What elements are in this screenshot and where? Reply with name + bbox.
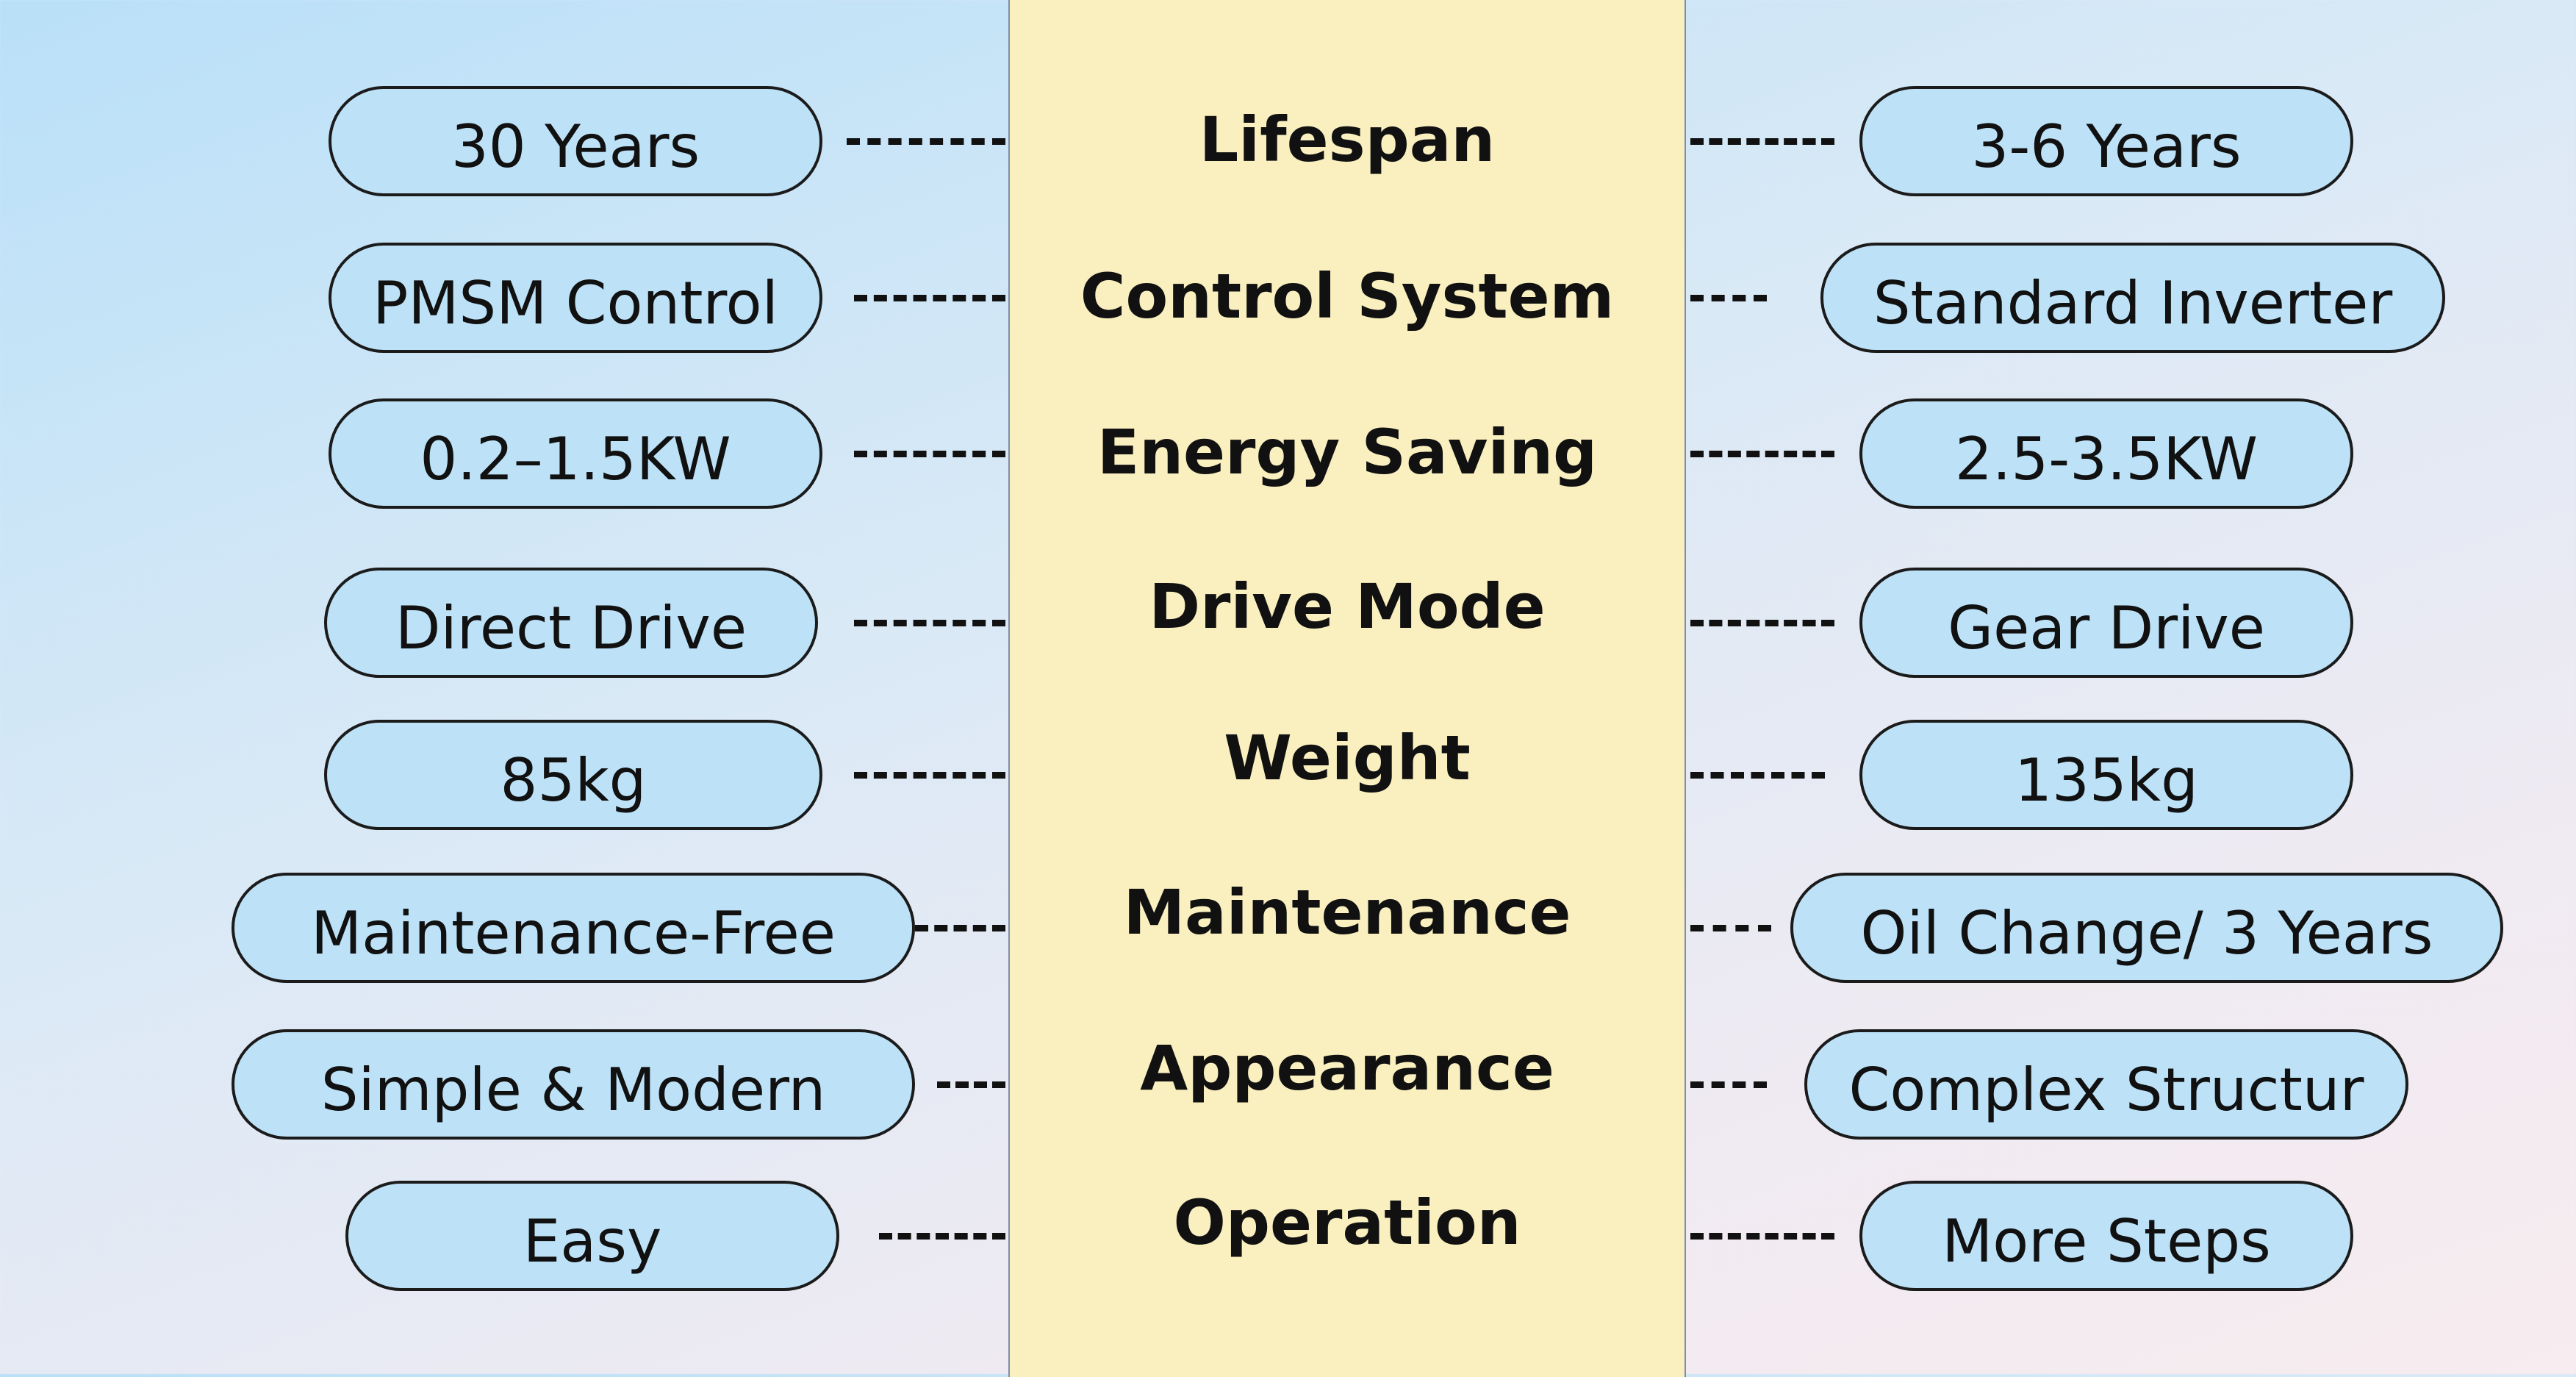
category-label: Energy Saving [1097,416,1598,488]
right-value-pill: 135kg [1859,720,2353,830]
right-value-text: 2.5-3.5KW [1954,424,2259,493]
category-label: Maintenance [1123,876,1571,948]
left-dashed-connector [847,138,1005,145]
right-value-pill: Complex Structur [1804,1029,2408,1140]
right-dashed-connector [1690,925,1771,931]
left-dashed-connector [854,772,1005,779]
right-dashed-connector [1690,772,1825,779]
left-value-text: 0.2–1.5KW [420,424,731,493]
left-dashed-connector [915,925,1005,931]
right-value-text: Standard Inverter [1873,268,2393,337]
right-dashed-connector [1690,451,1834,457]
right-dashed-connector [1690,1233,1834,1240]
right-value-pill: More Steps [1859,1181,2353,1291]
right-value-text: More Steps [1942,1206,2271,1276]
left-value-pill: PMSM Control [329,243,822,353]
right-dashed-connector [1690,1081,1767,1088]
left-value-pill: 85kg [324,720,822,830]
left-value-pill: Direct Drive [324,568,818,678]
category-label: Drive Mode [1149,571,1546,643]
right-value-text: Complex Structur [1848,1055,2364,1124]
left-value-text: PMSM Control [373,268,778,337]
right-value-text: Oil Change/ 3 Years [1860,898,2433,968]
right-value-text: 3-6 Years [1971,112,2242,181]
right-value-pill: Gear Drive [1859,568,2353,678]
right-dashed-connector [1690,138,1834,145]
left-dashed-connector [854,620,1005,626]
right-value-pill: Standard Inverter [1820,243,2445,353]
left-dashed-connector [854,451,1005,457]
left-value-pill: 30 Years [329,86,822,196]
left-value-pill: Maintenance-Free [232,873,915,983]
left-dashed-connector [854,295,1005,301]
left-value-text: Direct Drive [395,593,747,662]
left-dashed-connector [879,1233,1005,1240]
left-value-text: Maintenance-Free [311,898,836,968]
left-value-pill: Easy [345,1181,839,1291]
left-value-text: Easy [523,1206,662,1276]
category-label: Control System [1080,260,1615,332]
right-value-pill: 3-6 Years [1859,86,2353,196]
category-label: Lifespan [1199,104,1496,176]
category-label: Weight [1224,722,1471,794]
left-value-pill: Simple & Modern [232,1029,915,1140]
center-panel [1008,0,1686,1377]
right-dashed-connector [1690,620,1834,626]
category-label: Operation [1173,1187,1521,1259]
right-value-pill: Oil Change/ 3 Years [1790,873,2503,983]
left-value-pill: 0.2–1.5KW [329,398,822,509]
category-label: Appearance [1140,1032,1554,1104]
left-value-text: 30 Years [451,112,700,181]
left-value-text: 85kg [500,745,647,815]
left-dashed-connector [937,1081,1005,1088]
right-value-text: Gear Drive [1948,593,2265,662]
left-value-text: Simple & Modern [320,1055,826,1124]
right-value-pill: 2.5-3.5KW [1859,398,2353,509]
right-value-text: 135kg [2014,745,2198,815]
right-dashed-connector [1690,295,1767,301]
